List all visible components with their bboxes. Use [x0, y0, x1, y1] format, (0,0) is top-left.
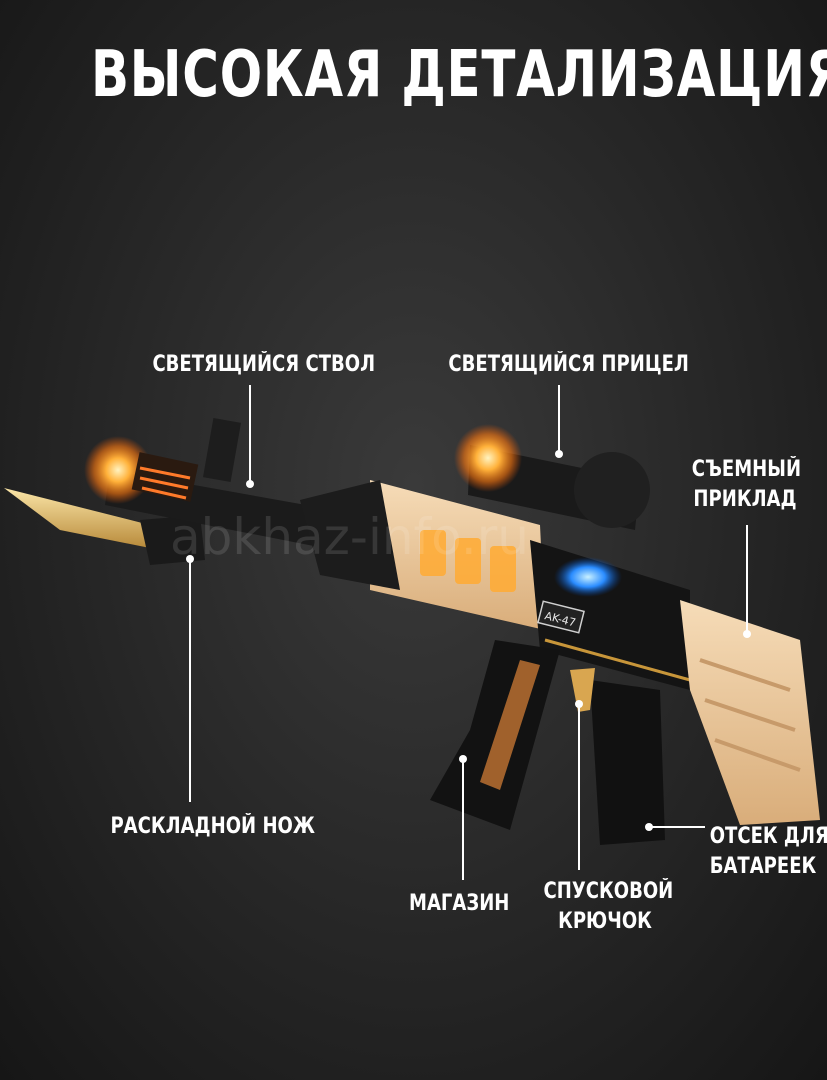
label-battery: ОТСЕК ДЛЯ БАТАРЕЕК — [709, 822, 827, 882]
label-barrel: СВЕТЯЩИЙСЯ СТВОЛ — [152, 352, 376, 377]
knife-handle — [140, 515, 205, 565]
front-sight — [203, 418, 241, 482]
stock — [680, 600, 820, 825]
callout-line-stock — [746, 525, 748, 635]
label-stock-line2: ПРИКЛАД — [693, 487, 797, 512]
callout-line-scope — [558, 385, 560, 455]
label-battery-line1: ОТСЕК ДЛЯ — [709, 824, 827, 849]
label-trigger-line1: СПУСКОВОЙ — [543, 879, 674, 904]
label-trigger: СПУСКОВОЙ КРЮЧОК — [543, 877, 674, 937]
callout-line-battery — [650, 826, 705, 828]
watermark-text: abkhaz-info.ru — [170, 508, 529, 566]
knife-blade — [4, 488, 150, 548]
callout-line-barrel — [249, 385, 251, 485]
label-magazine: МАГАЗИН — [409, 891, 510, 916]
callout-line-trigger — [578, 705, 580, 870]
label-knife: РАСКЛАДНОЙ НОЖ — [110, 814, 315, 839]
callout-line-magazine — [462, 760, 464, 880]
callout-line-knife — [189, 560, 191, 802]
label-trigger-line2: КРЮЧОК — [558, 909, 652, 934]
page-title: ВЫСОКАЯ ДЕТАЛИЗАЦИЯ — [90, 38, 827, 112]
label-stock-line1: СЪЕМНЫЙ — [691, 457, 802, 482]
label-battery-line2: БАТАРЕЕК — [709, 854, 817, 879]
magazine — [430, 640, 560, 830]
label-scope: СВЕТЯЩИЙСЯ ПРИЦЕЛ — [448, 352, 689, 377]
blue-light-icon — [554, 557, 622, 597]
pistol-grip — [590, 680, 665, 845]
label-stock: СЪЕМНЫЙ ПРИКЛАД — [691, 455, 802, 515]
scope-glow-icon — [454, 424, 522, 492]
